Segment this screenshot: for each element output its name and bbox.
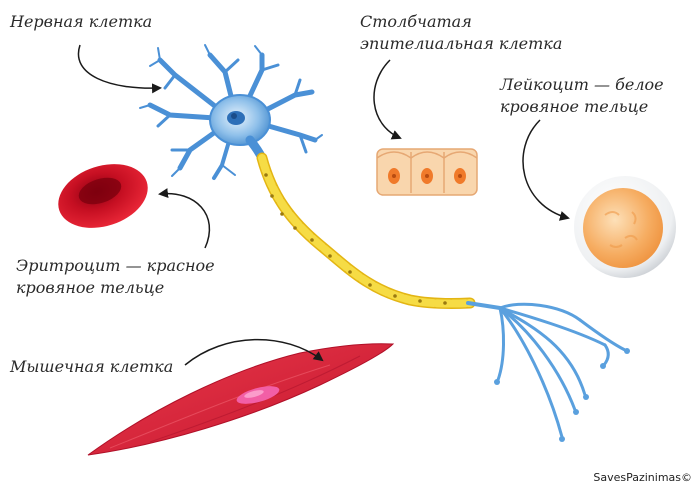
label-erythrocyte-line1: Эритроцит — красное	[16, 256, 215, 275]
arrow-erythrocyte	[158, 188, 211, 249]
epithelial-cells	[376, 148, 478, 196]
nerve-cell	[139, 44, 630, 442]
pointer-arrows	[77, 44, 570, 366]
label-muscle-cell: Мышечная клетка	[10, 356, 173, 378]
axon-terminals	[466, 301, 630, 442]
erythrocyte	[58, 164, 148, 228]
arrow-epithelium	[373, 59, 402, 140]
arrow-muscle	[184, 338, 324, 366]
credit-watermark: SavesPazinimas©	[593, 471, 692, 484]
label-erythrocyte: Эритроцит — красное кровяное тельце	[16, 255, 215, 299]
label-muscle-cell-text: Мышечная клетка	[10, 357, 174, 376]
myelin-nuclei	[264, 173, 447, 305]
arrow-leukocyte	[522, 119, 570, 221]
label-leukocyte-line1: Лейкоцит — белое	[500, 75, 664, 94]
epithelial-nuclei	[388, 168, 466, 184]
label-epithelial-line1: Столбчатая	[360, 12, 472, 31]
label-erythrocyte-line2: кровяное тельце	[16, 278, 165, 297]
label-nerve-cell-text: Нервная клетка	[10, 12, 153, 31]
arrow-nerve	[77, 44, 162, 94]
leukocyte	[574, 176, 676, 278]
label-nerve-cell: Нервная клетка	[10, 11, 152, 33]
muscle-cell	[87, 343, 395, 456]
neuron-dendrites	[139, 44, 323, 180]
label-epithelial-line2: эпителиальная клетка	[360, 34, 563, 53]
label-leukocyte: Лейкоцит — белое кровяное тельце	[500, 74, 664, 118]
label-epithelial-cell: Столбчатая эпителиальная клетка	[360, 11, 562, 55]
label-leukocyte-line2: кровяное тельце	[500, 97, 649, 116]
